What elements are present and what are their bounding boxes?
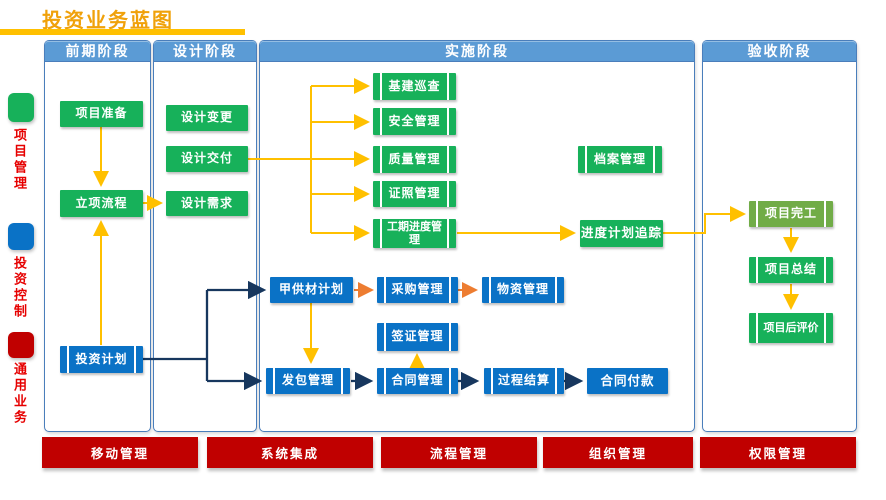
- node-procurement-mgmt: 采购管理: [377, 277, 458, 303]
- node-contracting-mgmt: 发包管理: [266, 368, 350, 394]
- bottom-bar-permission-mgmt: 权限管理: [700, 437, 856, 468]
- phase-header-acceptance-stage: 验收阶段: [703, 41, 856, 62]
- phase-header-early-stage: 前期阶段: [45, 41, 150, 62]
- phase-header-design-stage: 设计阶段: [154, 41, 256, 62]
- yellow-flow-arrows: [93, 78, 799, 369]
- node-design-requirement: 设计需求: [166, 191, 248, 216]
- bottom-bar-process-mgmt: 流程管理: [381, 437, 537, 468]
- bottom-bar-system-integration: 系统集成: [207, 437, 373, 468]
- node-investment-plan: 投资计划: [60, 346, 143, 373]
- node-archive-mgmt: 档案管理: [578, 146, 662, 173]
- column-acceptance-stage: 验收阶段: [702, 40, 857, 432]
- phase-header-implementation-stage: 实施阶段: [260, 41, 694, 62]
- node-process-settlement: 过程结算: [484, 368, 564, 394]
- node-material-mgmt: 物资管理: [482, 277, 564, 303]
- node-project-summary: 项目总结: [749, 257, 833, 283]
- node-visa-mgmt: 签证管理: [377, 323, 458, 351]
- node-license-mgmt: 证照管理: [373, 181, 456, 207]
- bottom-bar-mobile-mgmt: 移动管理: [42, 437, 198, 468]
- legend-label-general-business: 通用业务: [12, 362, 27, 426]
- node-project-completion: 项目完工: [749, 201, 833, 227]
- legend-swatch-general-business: [8, 332, 34, 358]
- node-quality-mgmt: 质量管理: [373, 146, 456, 173]
- bottom-bar-organization-mgmt: 组织管理: [543, 437, 693, 468]
- node-contract-mgmt: 合同管理: [377, 368, 458, 394]
- legend-swatch-project-management: [8, 93, 34, 122]
- node-contract-payment: 合同付款: [587, 368, 668, 394]
- page-title: 投资业务蓝图: [42, 10, 174, 32]
- title-underline: [0, 29, 245, 35]
- node-infra-inspection: 基建巡查: [373, 73, 456, 100]
- node-owner-material-plan: 甲供材计划: [270, 277, 353, 303]
- legend-label-investment-control: 投资控制: [12, 256, 27, 320]
- node-schedule-mgmt: 工期进度管理: [373, 219, 456, 248]
- legend-swatch-investment-control: [8, 223, 34, 250]
- node-post-evaluation: 项目后评价: [749, 313, 833, 343]
- node-design-change: 设计变更: [166, 105, 248, 131]
- node-project-prep: 项目准备: [60, 101, 143, 127]
- node-safety-mgmt: 安全管理: [373, 108, 456, 135]
- navy-flow-arrows: [143, 280, 584, 391]
- node-design-delivery: 设计交付: [166, 146, 248, 172]
- node-schedule-tracking: 进度计划追踪: [580, 220, 663, 247]
- node-project-initiation: 立项流程: [60, 190, 143, 217]
- legend-label-project-management: 项目管理: [12, 128, 27, 192]
